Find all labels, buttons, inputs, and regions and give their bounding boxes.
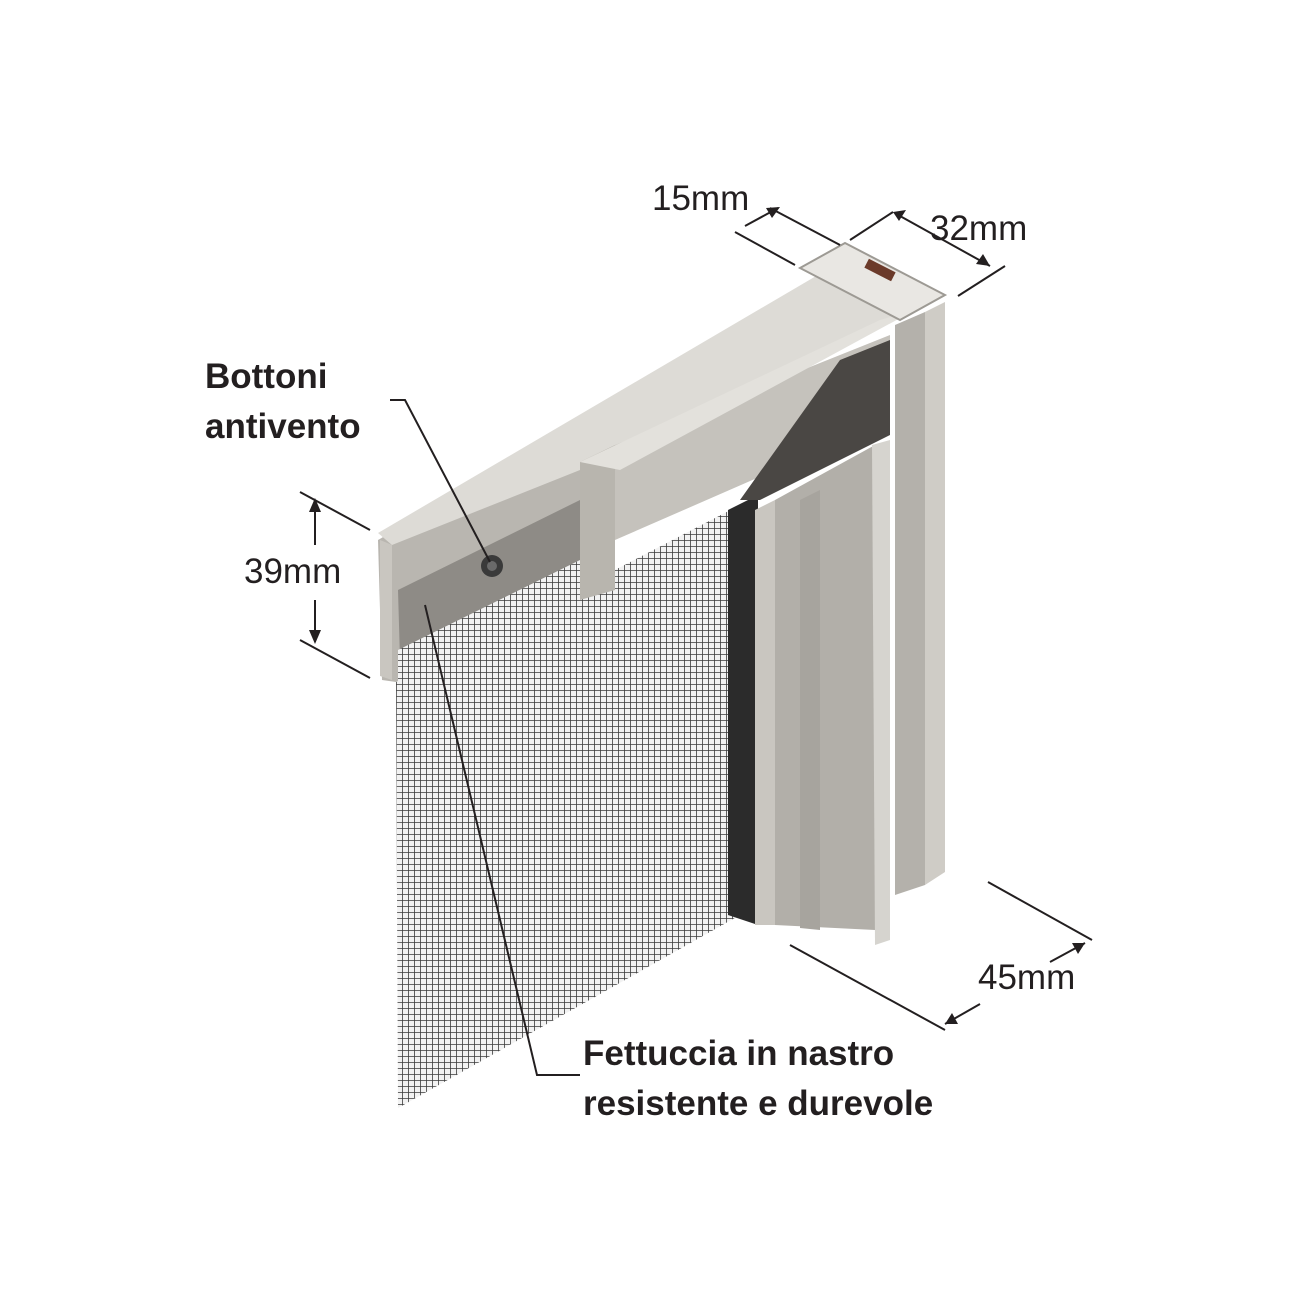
tape-leader-line bbox=[424, 604, 580, 1076]
button-center bbox=[487, 561, 497, 571]
mesh-screen bbox=[396, 505, 740, 1108]
callout-buttons-line2: antivento bbox=[205, 407, 361, 446]
brush-seal bbox=[864, 258, 896, 282]
callout-buttons-line1: Bottoni bbox=[205, 357, 328, 396]
top-rail-inner bbox=[398, 500, 580, 660]
buttons-leader-line bbox=[390, 399, 491, 563]
top-rail-top bbox=[378, 262, 905, 545]
vertical-post-front bbox=[925, 302, 945, 885]
vertical-post-side bbox=[895, 312, 925, 895]
dimension-label-32mm: 32mm bbox=[930, 209, 1028, 248]
cover-box-top bbox=[580, 310, 915, 470]
dimension-label-15mm: 15mm bbox=[652, 179, 750, 218]
dark-seal-strip bbox=[728, 495, 758, 925]
dimension-label-45mm: 45mm bbox=[978, 958, 1076, 997]
inner-profile-rib bbox=[800, 490, 820, 930]
cover-box-front bbox=[580, 445, 615, 600]
dimension-label-39mm: 39mm bbox=[244, 552, 342, 591]
callout-tape-line1: Fettuccia in nastro bbox=[583, 1034, 895, 1073]
top-rail-lip bbox=[380, 540, 392, 680]
callout-tape-line2: resistente e durevole bbox=[583, 1084, 934, 1123]
cover-box-dark bbox=[740, 340, 890, 500]
dimension-lines bbox=[299, 207, 1093, 1076]
top-rail-mesh-strip bbox=[398, 560, 580, 682]
dimension-arrows bbox=[309, 207, 1085, 1024]
inner-profile-face bbox=[775, 445, 875, 930]
top-profile-end bbox=[797, 241, 948, 322]
inner-profile-front bbox=[755, 500, 775, 925]
inner-profile-lip bbox=[872, 440, 890, 945]
